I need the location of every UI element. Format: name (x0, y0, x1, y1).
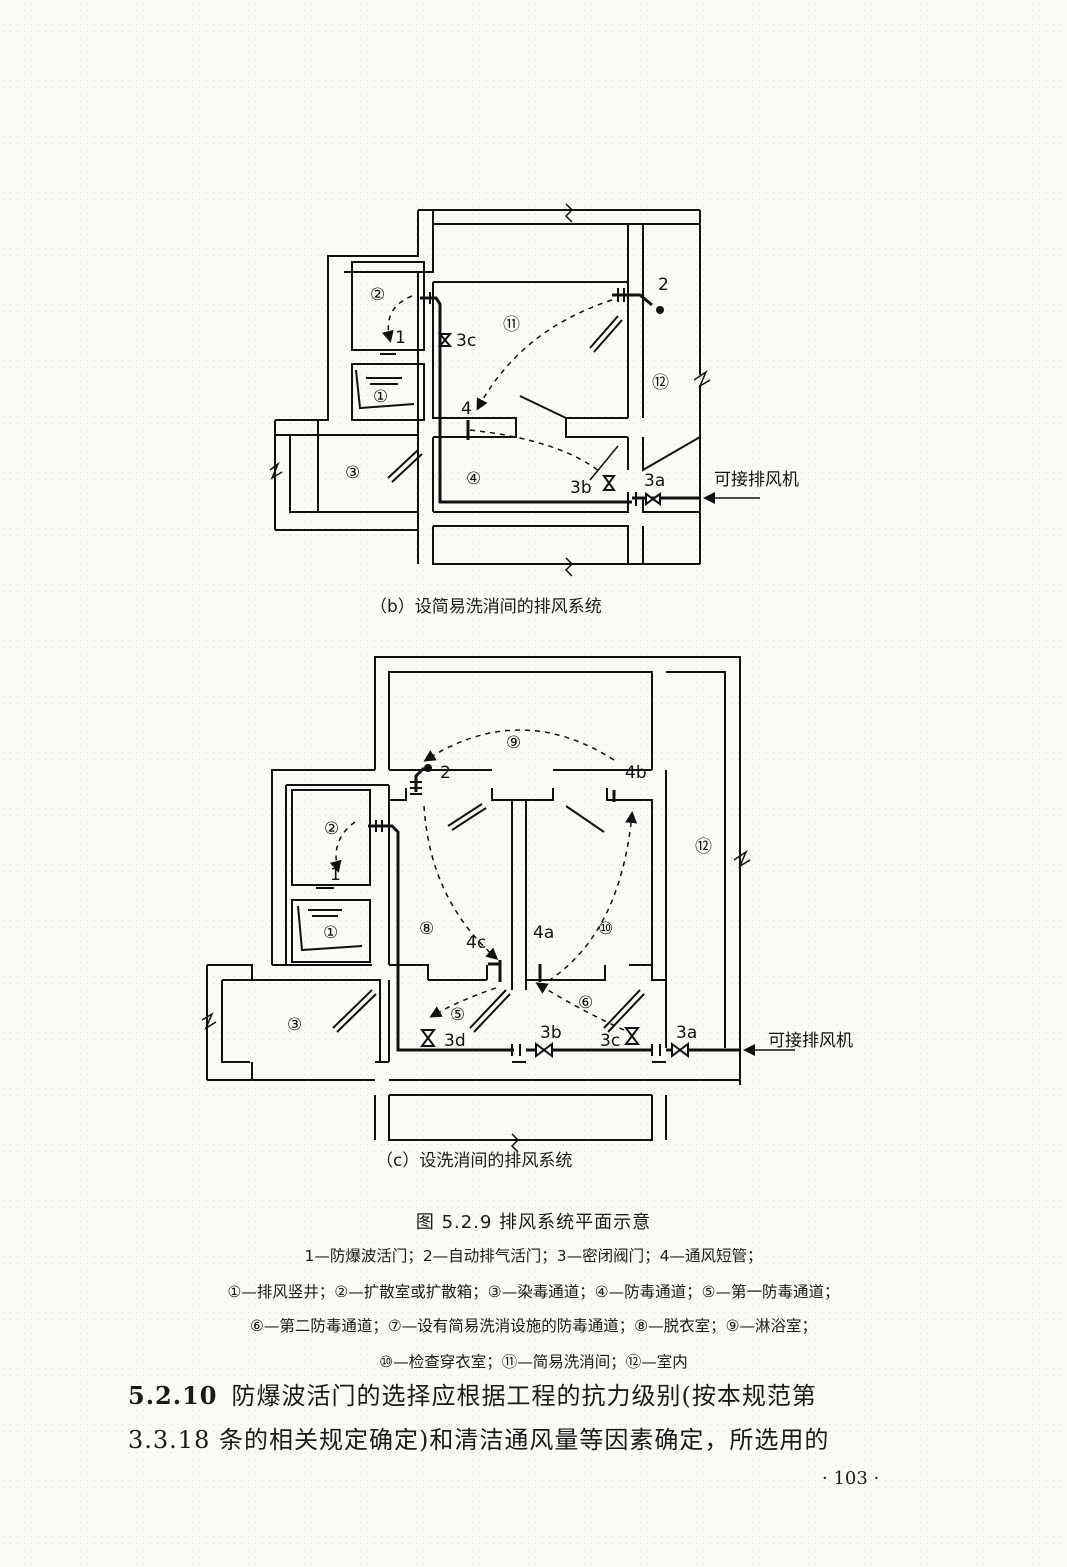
fig-c-part-4c: 4c (466, 933, 486, 953)
fig-c-room-1: ① (323, 923, 338, 943)
fig-c-room-3: ③ (287, 1015, 302, 1035)
figure-title: 图 5.2.9 排风系统平面示意 (415, 1212, 652, 1233)
figure-b-caption: （b）设简易洗消间的排风系统 (370, 597, 602, 617)
body-line-1-text: 防爆波活门的选择应根据工程的抗力级别(按本规范第 (231, 1382, 817, 1410)
fig-b-fan-label: 可接排风机 (714, 470, 799, 490)
fig-c-part-3c: 3c (600, 1031, 620, 1051)
legend-line-2: ①—排风竖井；②—扩散室或扩散箱；③—染毒通道；④—防毒通道；⑤—第一防毒通道； (227, 1283, 840, 1301)
fig-b-part-3b: 3b (570, 478, 592, 498)
fig-c-fan-label: 可接排风机 (768, 1031, 853, 1051)
fig-c-room-9: ⑨ (506, 733, 521, 753)
legend-line-3: ⑥—第二防毒通道；⑦—设有简易洗消设施的防毒通道；⑧—脱衣室；⑨—淋浴室； (249, 1317, 818, 1335)
figure-b-plan (269, 203, 760, 577)
figure-c-plan (201, 656, 795, 1153)
legend-line-4: ⑩—检查穿衣室；⑪—简易洗消间；⑫—室内 (379, 1353, 688, 1371)
fig-c-room-8: ⑧ (419, 919, 434, 939)
fig-c-part-4b: 4b (625, 763, 647, 783)
fig-b-room-4: ④ (466, 469, 481, 489)
fig-c-part-3a: 3a (676, 1023, 697, 1043)
clause-number: 5.2.10 (128, 1381, 218, 1410)
fig-b-part-3a: 3a (644, 471, 665, 491)
fig-c-room-5: ⑤ (450, 1005, 465, 1025)
figure-c-caption: （c）设洗消间的排风系统 (376, 1151, 573, 1171)
fig-c-part-3d: 3d (444, 1031, 466, 1051)
fig-b-room-3: ③ (345, 463, 360, 483)
legend-line-1: 1—防爆波活门；2—自动排气活门；3—密闭阀门；4—通风短管； (304, 1247, 763, 1265)
fig-c-part-1: 1 (330, 865, 341, 885)
fig-b-room-12: ⑫ (652, 373, 669, 393)
fig-b-room-11: ⑪ (503, 315, 520, 335)
body-paragraph-line-1: 5.2.10 防爆波活门的选择应根据工程的抗力级别(按本规范第 (128, 1370, 948, 1422)
fig-c-room-6: ⑥ (578, 993, 593, 1013)
fig-b-part-1: 1 (395, 328, 406, 348)
fig-b-part-3c: 3c (456, 331, 476, 351)
fig-c-room-10: ⑩ (598, 919, 613, 939)
fig-b-room-2: ② (370, 285, 385, 305)
fig-b-part-2: 2 (658, 275, 669, 295)
fig-c-room-12: ⑫ (695, 837, 712, 857)
fig-c-part-4a: 4a (533, 923, 554, 943)
fig-b-room-1: ① (373, 387, 388, 407)
figure-b-labels: ② ① ③ ④ ⑪ ⑫ 1 2 3c 4 3b 3a 可接排风机 (345, 275, 799, 498)
body-paragraph-line-2: 3.3.18 条的相关规定确定)和清洁通风量等因素确定，所选用的 (128, 1426, 830, 1454)
fig-c-part-3b: 3b (540, 1023, 562, 1043)
fig-c-part-2: 2 (440, 763, 451, 783)
fig-c-room-2: ② (324, 819, 339, 839)
figure-c-labels: ② ① ③ ⑤ ⑥ ⑧ ⑨ ⑩ ⑫ 1 2 4c 4a 4b 3d 3b 3c … (287, 733, 853, 1051)
fig-b-part-4: 4 (461, 399, 472, 419)
page-number: · 103 · (822, 1468, 880, 1489)
